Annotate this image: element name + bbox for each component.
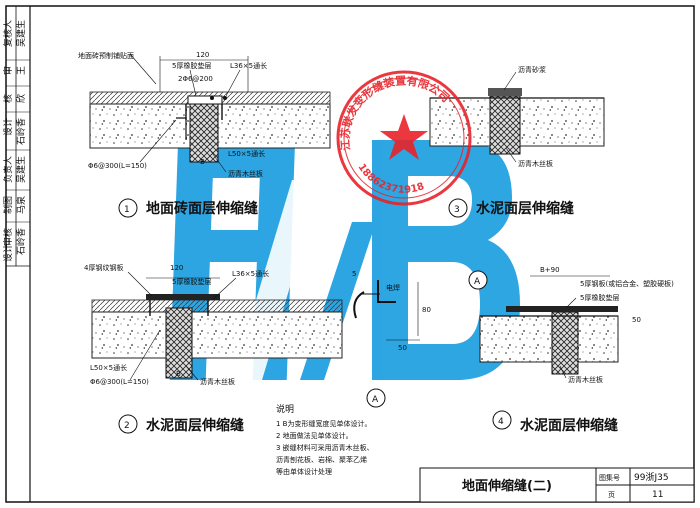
- diagram-number: 3: [454, 205, 460, 215]
- title-block: 地面伸缩缝(二) 图集号 99浙J35 页 11: [419, 467, 695, 503]
- diagram-number: 4: [498, 417, 504, 427]
- side-strip: 复核人 吴建生 审 王 核 欣 设计 石岭香 负责人 吴建生 制图 马泉 审核 …: [2, 20, 30, 262]
- label-rebar: 2Φ6@200: [178, 75, 213, 83]
- dim-120: 120: [196, 51, 209, 59]
- detail-a: 电焊 80 50 5 A: [352, 270, 431, 408]
- side-name: 王: [16, 66, 27, 75]
- note-item: 3 嵌缝材料可采用沥青木丝板、: [276, 443, 374, 452]
- diagram-number: 1: [124, 205, 130, 215]
- dim-b: B: [176, 370, 181, 378]
- side-label: 复核人: [2, 20, 14, 47]
- side-name: 吴建生: [15, 20, 27, 47]
- note-item: 沥青刨花板、岩棉、聚苯乙烯: [276, 455, 367, 464]
- page-value: 11: [652, 490, 663, 500]
- page-label: 页: [608, 491, 615, 499]
- label-weld: 电焊: [386, 283, 400, 292]
- diagram-title: 水泥面层伸缩缝: [520, 417, 618, 434]
- side-label: 审: [2, 66, 14, 75]
- note-item: 1 B为变形缝宽度见单体设计。: [276, 419, 371, 428]
- label-bottom-angle: L50×5通长: [228, 149, 265, 158]
- diagram-1: 120 地面砖预制铺贴面 5厚橡胶垫层 L36×5通长 2Φ6@200 Φ6@3…: [78, 51, 331, 218]
- detail-label: A: [372, 395, 379, 405]
- dim-50: 50: [398, 344, 407, 352]
- label-rubber: 5厚橡胶垫层: [172, 277, 211, 286]
- label-asphalt: 沥青木丝板: [228, 169, 263, 178]
- label-plate: 5厚钢板(或铝合金、塑胶硬板): [580, 279, 674, 288]
- side-label: 核: [2, 94, 14, 103]
- note-item: 2 地面做法见单体设计。: [276, 431, 353, 440]
- sheet-title: 地面伸缩缝(二): [462, 478, 552, 494]
- diagram-number: 2: [124, 421, 130, 431]
- note-item: 等由单体设计处理: [276, 467, 332, 476]
- label-plate: 4厚钢纹钢板: [84, 263, 123, 272]
- dim-120: 120: [170, 264, 183, 272]
- diagram-title: 水泥面层伸缩缝: [476, 200, 574, 217]
- label-bottom-angle: L50×5通长: [90, 363, 127, 372]
- label-rubber: 5厚橡胶垫层: [172, 61, 211, 70]
- diagram-4: B+90 5厚钢板(或铝合金、塑胶硬板) 5厚橡胶垫层 沥青木丝板 50 A 4…: [468, 266, 674, 434]
- diagram-3: 沥青砂浆 沥青木丝板 3 水泥面层伸缩缝: [429, 65, 605, 218]
- dim-50: 50: [632, 316, 641, 324]
- label-anchor: Φ6@300(L=150): [88, 162, 147, 170]
- label-sand: 沥青砂浆: [518, 65, 546, 74]
- dim-b90: B+90: [540, 266, 560, 274]
- dim-b: B: [200, 158, 205, 166]
- side-name: 石岭香: [15, 228, 27, 255]
- label-asphalt: 沥青木丝板: [200, 377, 235, 386]
- side-name: 马泉: [15, 196, 27, 214]
- diagram-2: 120 4厚钢纹钢板 5厚橡胶垫层 L36×5通长 L50×5通长 Φ6@300…: [84, 263, 343, 434]
- notes-heading: 说明: [276, 403, 294, 415]
- side-label: 设计: [2, 118, 14, 136]
- side-label: 审核: [2, 228, 14, 246]
- label-tile: 地面砖预制铺贴面: [78, 51, 134, 60]
- atlas-value: 99浙J35: [634, 471, 669, 483]
- label-angle: L36×5通长: [230, 61, 267, 70]
- diagram-title: 水泥面层伸缩缝: [146, 417, 244, 434]
- label-rubber: 5厚橡胶垫层: [580, 293, 619, 302]
- label-asphalt: 沥青木丝板: [518, 159, 553, 168]
- dim-5: 5: [352, 270, 356, 278]
- side-name: 石岭香: [15, 118, 27, 145]
- diagram-title: 地面砖面层伸缩缝: [146, 200, 258, 217]
- sheet-border: [5, 5, 695, 503]
- label-asphalt: 沥青木丝板: [568, 375, 603, 384]
- side-name: 吴建生: [15, 156, 27, 183]
- notes: 说明 1 B为变形缝宽度见单体设计。 2 地面做法见单体设计。 3 嵌缝材料可采…: [276, 403, 374, 476]
- side-label: 负责人: [2, 156, 14, 183]
- detail-callout: A: [474, 277, 481, 287]
- side-label: 设计: [2, 244, 14, 262]
- side-name: 欣: [15, 94, 27, 103]
- atlas-label: 图集号: [599, 473, 620, 482]
- label-anchor: Φ6@300(L=150): [90, 378, 149, 386]
- side-label: 制图: [2, 196, 14, 214]
- dim-80: 80: [422, 306, 431, 314]
- label-angle: L36×5通长: [232, 269, 269, 278]
